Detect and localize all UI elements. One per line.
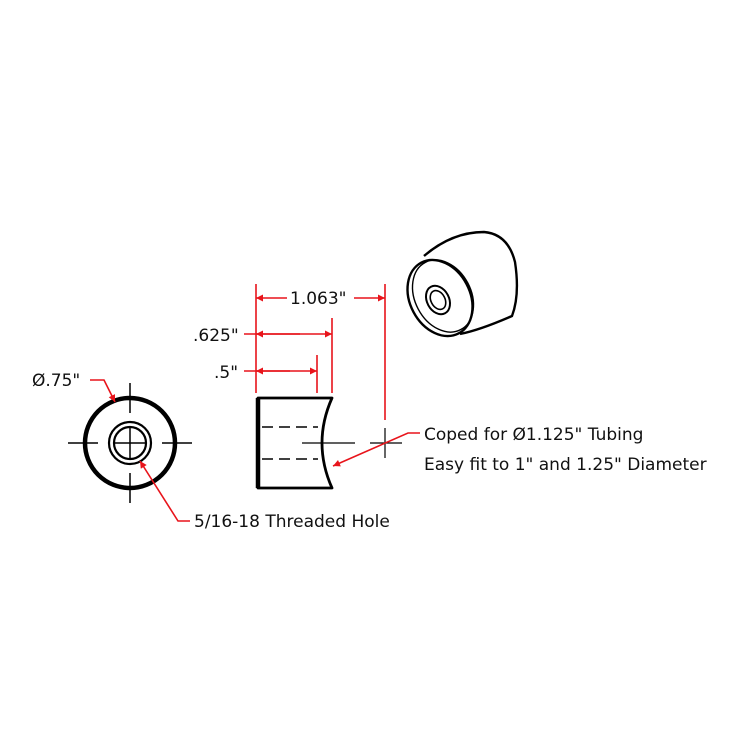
center-mark <box>68 383 192 503</box>
end-view <box>68 379 192 522</box>
cope-note-line1: Coped for Ø1.125" Tubing <box>424 425 643 445</box>
side-view <box>244 284 420 490</box>
iso-hole-outer <box>425 284 451 316</box>
flat-length-label: .5" <box>214 363 238 383</box>
diameter-label: Ø.75" <box>32 371 80 391</box>
thread-major-circle <box>107 420 153 466</box>
body-outline <box>423 230 519 336</box>
diameter-leader <box>90 379 116 403</box>
cope-note-line2: Easy fit to 1" and 1.25" Diameter <box>424 455 707 475</box>
hidden-thread-lines <box>262 426 318 460</box>
threaded-hole-label: 5/16-18 Threaded Hole <box>194 512 390 532</box>
hole-leader <box>139 460 190 522</box>
cope-depth-label: .625" <box>193 326 239 346</box>
cope-leader <box>332 432 420 467</box>
extension-lines <box>255 284 386 420</box>
front-face <box>406 258 474 338</box>
isometric-view <box>406 230 519 338</box>
side-profile <box>256 396 334 490</box>
iso-hole-inner <box>429 289 447 311</box>
overall-length-label: 1.063" <box>290 289 347 309</box>
